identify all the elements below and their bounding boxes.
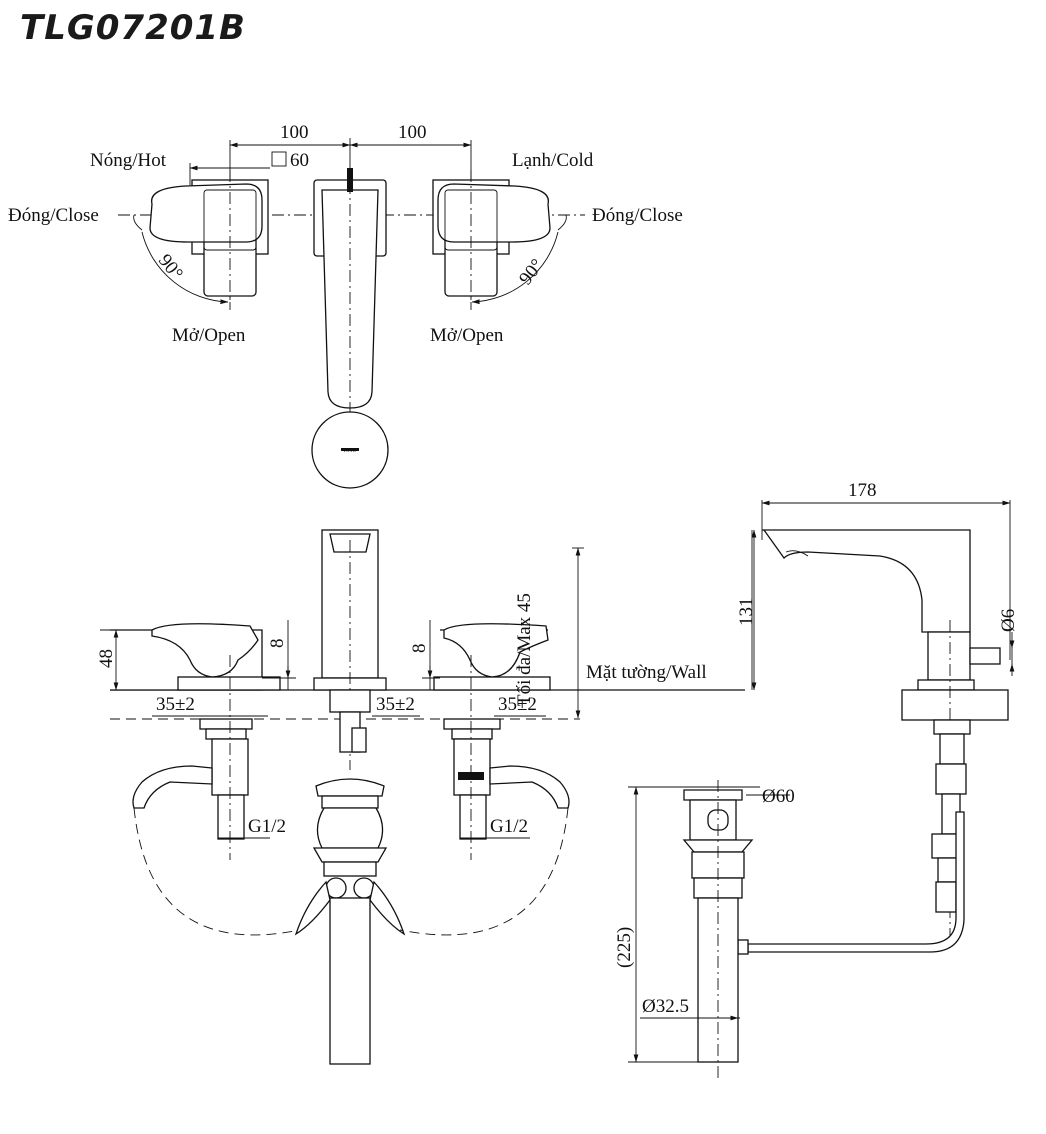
spout-length-dimension: 178 <box>848 480 877 501</box>
spout-top <box>311 160 389 489</box>
connector-label-right: G1/2 <box>490 816 528 837</box>
model-title: TLG07201B <box>20 8 246 48</box>
square-dimension: 60 <box>290 150 309 171</box>
spacing-left-dimension: 100 <box>280 122 309 143</box>
thread-dimension-center: 35±2 <box>376 694 415 715</box>
spacing-right-dimension: 100 <box>398 122 427 143</box>
drain-head-dimension: Ø60 <box>762 786 795 807</box>
side-view <box>628 500 1015 1080</box>
thread-dimension-left: 35±2 <box>156 694 195 715</box>
gap-dimension-left: 8 <box>267 639 288 649</box>
hot-handle-top <box>133 170 269 310</box>
max-depth-label: Tối đa/Max 45 <box>514 593 535 706</box>
wall-label: Mặt tường/Wall <box>586 662 707 683</box>
top-view <box>118 138 585 489</box>
thread-dimension-right: 35±2 <box>498 694 537 715</box>
handle-height-dimension: 48 <box>96 649 117 668</box>
hot-label: Nóng/Hot <box>90 150 167 171</box>
pipe-diameter-dimension: Ø6 <box>998 609 1019 632</box>
cold-handle-top <box>432 170 567 310</box>
close-label-left: Đóng/Close <box>8 205 99 226</box>
open-label-right: Mở/Open <box>430 325 504 346</box>
angle-label-left: 90° <box>154 250 187 284</box>
drain-length-dimension: (225) <box>614 927 635 968</box>
spout-height-dimension: 131 <box>736 598 757 627</box>
open-label-left: Mở/Open <box>172 325 246 346</box>
drain-pipe-dimension: Ø32.5 <box>642 996 689 1017</box>
front-elevation <box>100 529 745 1065</box>
brand-mark: TOTO <box>343 449 357 454</box>
connector-label-left: G1/2 <box>248 816 286 837</box>
cold-label: Lạnh/Cold <box>512 150 594 171</box>
gap-dimension-right: 8 <box>409 644 430 654</box>
angle-label-right: 90° <box>515 255 548 289</box>
close-label-right: Đóng/Close <box>592 205 683 226</box>
